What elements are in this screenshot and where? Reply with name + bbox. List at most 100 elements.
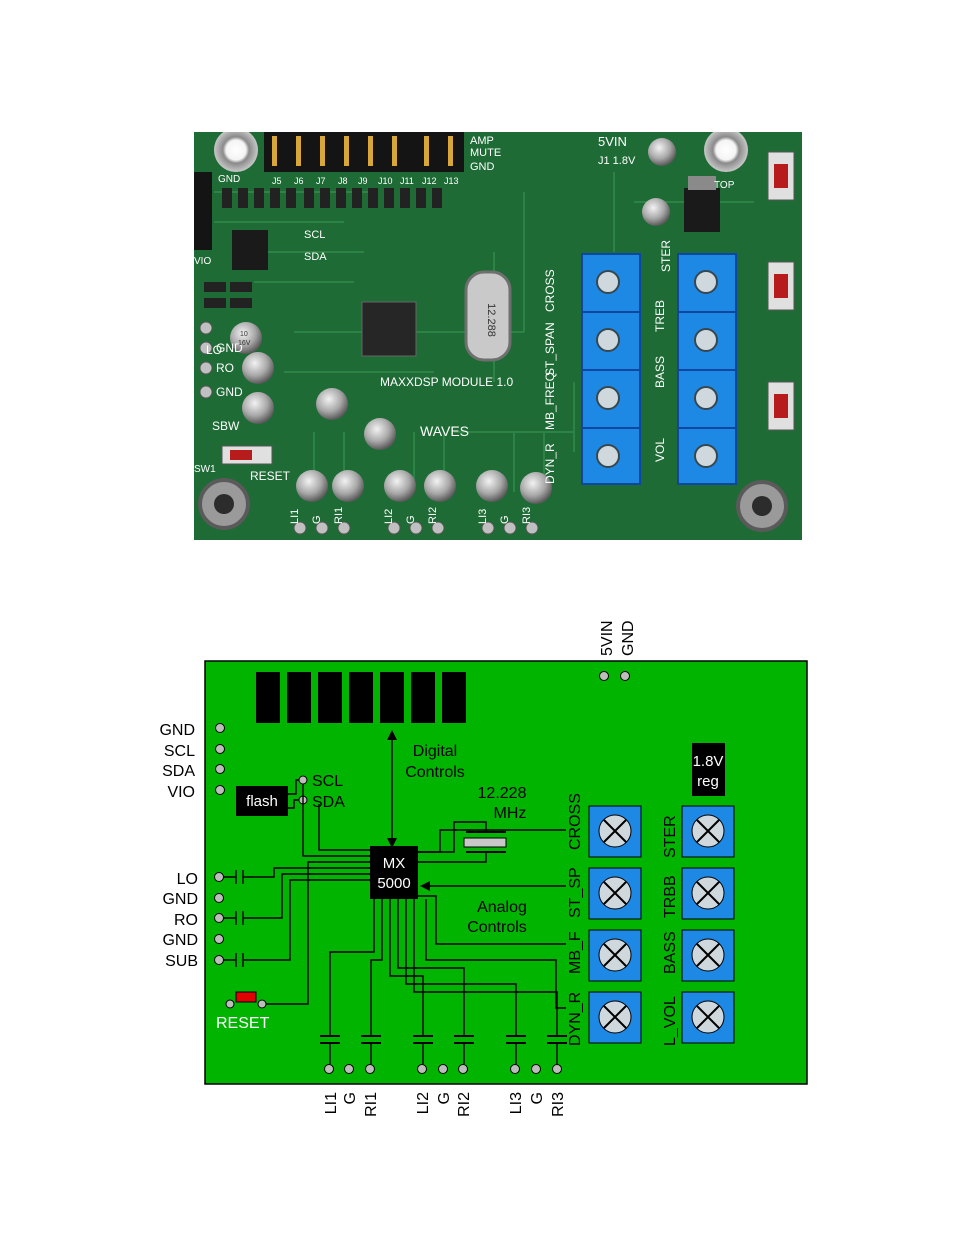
regulator-line1: 1.8V bbox=[693, 753, 724, 770]
pin-ro[interactable] bbox=[214, 913, 224, 923]
pot-ster[interactable] bbox=[681, 805, 735, 858]
pin-g1[interactable] bbox=[344, 1064, 354, 1074]
pin-lo[interactable] bbox=[214, 872, 224, 882]
pot-cross[interactable] bbox=[588, 805, 642, 858]
pin-left-vio[interactable] bbox=[215, 785, 225, 795]
silk-mb-freq: MB_FREQ bbox=[543, 372, 557, 430]
label-li2: LI2 bbox=[415, 1092, 432, 1114]
label-bass: BASS bbox=[662, 931, 679, 974]
label-left-scl: SCL bbox=[164, 743, 195, 760]
side-switches-photo bbox=[767, 151, 795, 431]
block-diagram: 5VIN GND Digital Controls GND SCL SDA VI… bbox=[159, 620, 808, 1117]
pin-sub[interactable] bbox=[214, 955, 224, 965]
pin-ri3[interactable] bbox=[552, 1064, 562, 1074]
pot-dyn-r[interactable] bbox=[588, 991, 642, 1044]
silk-j12: J12 bbox=[422, 176, 437, 186]
silk-g1: G bbox=[311, 515, 323, 524]
label-ri1: RI1 bbox=[363, 1092, 380, 1117]
pin-left-sda[interactable] bbox=[215, 764, 225, 774]
label-st-sp: ST_SP bbox=[567, 867, 584, 918]
label-g2: G bbox=[436, 1092, 453, 1104]
silk-j7: J7 bbox=[316, 176, 326, 186]
pin-header-jumpers bbox=[264, 132, 464, 172]
silk-ri3: RI3 bbox=[521, 507, 533, 524]
label-5vin: 5VIN bbox=[599, 620, 616, 656]
pot-trbb[interactable] bbox=[681, 867, 735, 920]
label-l-vol: L_VOL bbox=[662, 996, 679, 1046]
pin-li2[interactable] bbox=[417, 1064, 427, 1074]
pin-left-gnd[interactable] bbox=[215, 723, 225, 733]
silk-gnd-2: GND bbox=[216, 385, 243, 399]
pin-ri2[interactable] bbox=[458, 1064, 468, 1074]
flash-chip bbox=[236, 786, 288, 816]
silk-dyn-r: DYN_R bbox=[543, 443, 557, 484]
pin-5vin[interactable] bbox=[599, 671, 609, 681]
analog-controls-line2: Controls bbox=[467, 919, 527, 936]
pot-l-vol[interactable] bbox=[681, 991, 735, 1044]
pin-audio-gnd-2[interactable] bbox=[214, 934, 224, 944]
mx5000-chip bbox=[370, 846, 418, 899]
flash-label: flash bbox=[246, 793, 278, 810]
silk-li2: LI2 bbox=[383, 509, 395, 524]
regulator-photo bbox=[684, 188, 720, 232]
label-ri2: RI2 bbox=[456, 1092, 473, 1117]
silk-amp: AMP bbox=[470, 135, 494, 147]
silk-left-gnd: GND bbox=[218, 174, 240, 185]
label-ri3: RI3 bbox=[550, 1092, 567, 1117]
pot-mb-f[interactable] bbox=[588, 929, 642, 982]
silk-j6: J6 bbox=[294, 176, 304, 186]
silk-mute: MUTE bbox=[470, 147, 501, 159]
label-dyn-r: DYN_R bbox=[567, 992, 584, 1046]
silk-j9: J9 bbox=[358, 176, 368, 186]
pin-li3[interactable] bbox=[510, 1064, 520, 1074]
label-top-gnd: GND bbox=[620, 620, 637, 656]
silk-gnd: GND bbox=[470, 161, 495, 173]
crystal-photo bbox=[464, 270, 512, 362]
pin-audio-gnd-1[interactable] bbox=[214, 893, 224, 903]
electrolytic-capacitors bbox=[230, 138, 676, 504]
crystal bbox=[463, 837, 507, 848]
pin-ri1[interactable] bbox=[365, 1064, 375, 1074]
pin-top-gnd[interactable] bbox=[620, 671, 630, 681]
silk-st-span: ST_SPAN bbox=[543, 322, 557, 376]
label-trbb: TRBB bbox=[662, 875, 679, 918]
flash-scl-label: SCL bbox=[312, 773, 343, 790]
silk-li3: LI3 bbox=[477, 509, 489, 524]
pot-bass[interactable] bbox=[681, 929, 735, 982]
silk-li1: LI1 bbox=[289, 509, 301, 524]
reset-button[interactable] bbox=[235, 991, 257, 1003]
label-audio-gnd-1: GND bbox=[162, 891, 198, 908]
silk-g2: G bbox=[405, 515, 417, 524]
silk-scl: SCL bbox=[304, 229, 325, 241]
chip-line2: 5000 bbox=[377, 875, 410, 892]
digital-controls-line2: Controls bbox=[405, 764, 465, 781]
trim-potentiometers-photo bbox=[581, 253, 737, 485]
silk-j5: J5 bbox=[272, 176, 282, 186]
pin-g2[interactable] bbox=[438, 1064, 448, 1074]
digital-controls-line1: Digital bbox=[413, 743, 457, 760]
label-g1: G bbox=[342, 1092, 359, 1104]
silk-reset: RESET bbox=[250, 469, 291, 483]
pin-g3[interactable] bbox=[531, 1064, 541, 1074]
left-pin-header bbox=[194, 172, 212, 250]
pin-flash-scl[interactable] bbox=[298, 775, 308, 785]
reset-pad-right bbox=[257, 999, 267, 1009]
pin-left-scl[interactable] bbox=[215, 744, 225, 754]
flash-chip-photo bbox=[232, 230, 268, 270]
label-left-sda: SDA bbox=[162, 763, 195, 780]
flash-sda-label: SDA bbox=[312, 794, 345, 811]
silk-sbw: SBW bbox=[212, 419, 240, 433]
pin-li1[interactable] bbox=[324, 1064, 334, 1074]
pcb-photo: 12.288 bbox=[194, 132, 802, 540]
crystal-freq: 12.228 bbox=[478, 785, 527, 802]
analog-controls-line1: Analog bbox=[477, 899, 527, 916]
silk-treb: TREB bbox=[653, 300, 667, 332]
mounting-hole bbox=[704, 132, 748, 172]
pot-st-sp[interactable] bbox=[588, 867, 642, 920]
silk-5vin: 5VIN bbox=[598, 134, 627, 149]
silk-j8: J8 bbox=[338, 176, 348, 186]
label-g3: G bbox=[529, 1092, 546, 1104]
silk-vol: VOL bbox=[653, 438, 667, 462]
reset-pad-left bbox=[225, 999, 235, 1009]
label-audio-gnd-2: GND bbox=[162, 932, 198, 949]
